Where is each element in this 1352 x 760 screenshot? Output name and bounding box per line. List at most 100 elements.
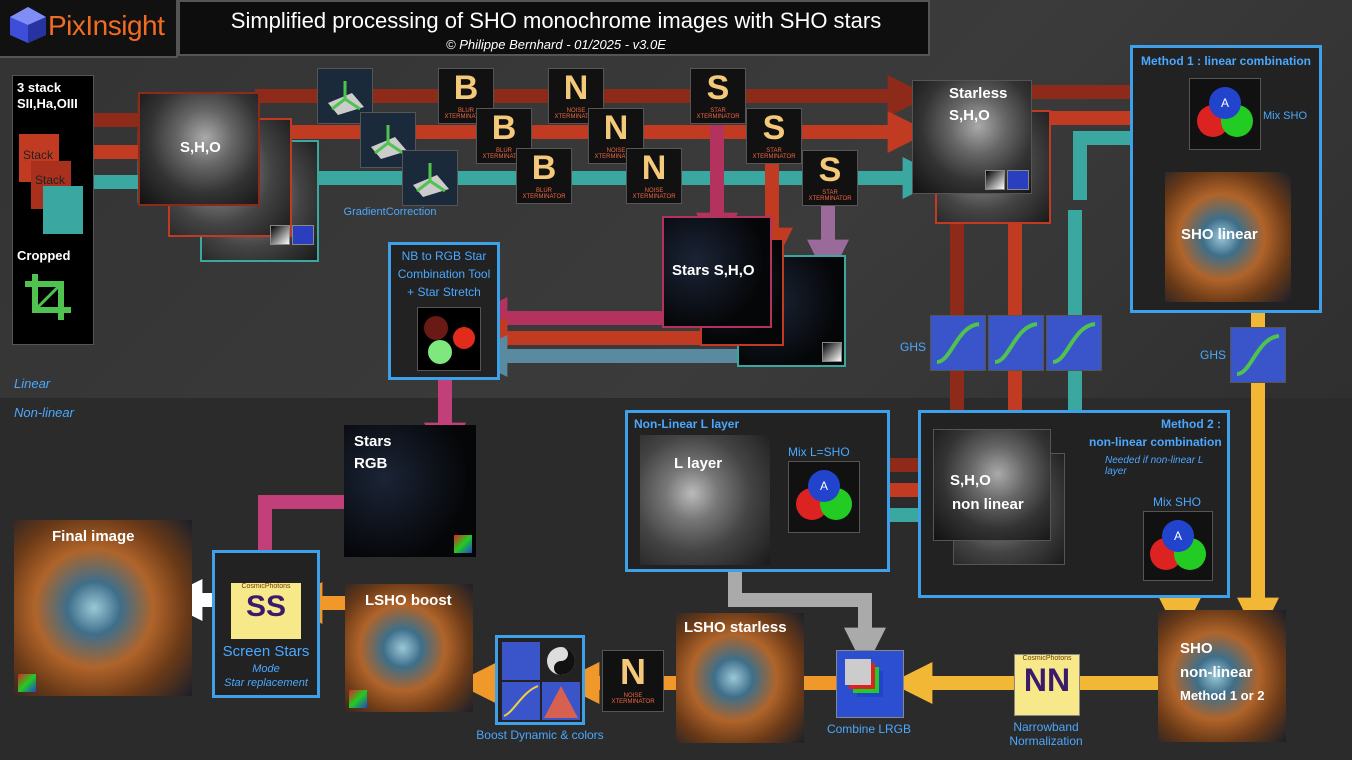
rgb-icon [349, 690, 367, 708]
star-line2-3: XTERMINATOR [808, 196, 852, 202]
ghs-caption-1: GHS [900, 340, 927, 354]
star-line1-2: STAR [766, 148, 782, 154]
svg-text:A: A [820, 479, 828, 493]
starless-line2: S,H,O [949, 107, 990, 124]
mix-sho2-icon: A [1143, 511, 1213, 581]
noise-line1-3: NOISE [644, 188, 664, 194]
star-letter-2: S [762, 109, 786, 147]
boost-frame [495, 635, 585, 725]
starless-line1: Starless [949, 85, 1008, 102]
nb-rgb-icon [417, 307, 481, 371]
blur-line2: XTERMINATOR [444, 114, 488, 120]
ghs-icon-1 [930, 315, 986, 371]
noisexterminator-icon-2: N NOISE XTERMINATOR [588, 108, 644, 164]
method1-frame: Method 1 : linear combination A Mix SHO … [1130, 45, 1322, 313]
sho-image-s: S,H,O [138, 92, 260, 206]
svg-text:A: A [1174, 529, 1182, 543]
starxterminator-icon-1: S STAR XTERMINATOR [690, 68, 746, 124]
lsho-starless-label: LSHO starless [684, 619, 787, 636]
nb-to-rgb-frame: NB to RGB Star Combination Tool + Star S… [388, 242, 500, 380]
zone-label-nonlinear: Non-linear [14, 405, 74, 420]
narrowband-normalization-icon: CosmicPhotons NN [1014, 654, 1080, 716]
nn-caption-2: Normalization [1009, 734, 1083, 748]
noise-letter-2: N [603, 109, 629, 147]
boost-icon-3 [502, 682, 540, 720]
ghs-caption-2: GHS [1200, 348, 1227, 362]
ghs-icon-4 [1230, 327, 1286, 383]
title-box: Simplified processing of SHO monochrome … [178, 0, 930, 56]
curve-icon [1007, 170, 1029, 190]
noise-line2-3: XTERMINATOR [632, 194, 676, 200]
screen-stars-icon: CosmicPhotons SS [231, 583, 301, 639]
screen-stars-frame: CosmicPhotons SS Screen Stars Mode Star … [212, 550, 320, 698]
curve-icon [292, 225, 314, 245]
rgb-icon [454, 535, 472, 553]
final-image: Final image [14, 520, 192, 696]
method1-title: Method 1 : linear combination [1141, 54, 1312, 68]
noisexterminator-icon-3: N NOISE XTERMINATOR [626, 148, 682, 204]
sho-linear-image: SHO linear [1165, 172, 1291, 302]
method2-note: Needed if non-linear L layer [1105, 455, 1204, 477]
boost-icon-4 [542, 682, 580, 720]
star-line2: XTERMINATOR [696, 114, 740, 120]
blur-letter-2: B [491, 109, 517, 147]
combine-lrgb-icon [836, 650, 904, 718]
combine-lrgb-caption: Combine LRGB [826, 722, 912, 736]
ghs-icon-3 [1046, 315, 1102, 371]
boost-icon-1 [502, 642, 540, 680]
sho-label: S,H,O [180, 139, 221, 156]
sho-final-line1: SHO [1180, 640, 1213, 657]
blurxterminator-icon-3: B BLUR XTERMINATOR [516, 148, 572, 204]
noise-line2-4: XTERMINATOR [611, 699, 655, 705]
boost-caption: Boost Dynamic & colors [476, 728, 604, 742]
noise-letter-3: N [641, 149, 667, 187]
noise-line1-2: NOISE [606, 148, 626, 154]
sho-nl-line2: non linear [952, 496, 1024, 513]
noise-letter: N [563, 69, 589, 107]
rgb-icon [18, 674, 36, 692]
crop-icon [25, 274, 71, 320]
blur-line2-2: XTERMINATOR [482, 154, 526, 160]
method2-frame: Method 2 : non-linear combination Needed… [918, 410, 1230, 598]
sho-nonlinear-final-image: SHO non-linear Method 1 or 2 [1158, 610, 1286, 742]
stf-icon [985, 170, 1005, 190]
input-panel: 3 stack SII,Ha,OIII Stack Stack Cropped [12, 75, 94, 345]
method2-line1: Method 2 : [1161, 417, 1221, 431]
lsho-starless-image: LSHO starless [676, 613, 804, 743]
nonlinear-l-title: Non-Linear L layer [634, 417, 740, 431]
input-line1: 3 stack [17, 80, 62, 95]
blur-line1: BLUR [457, 108, 474, 114]
blur-letter-3: B [531, 149, 557, 187]
nn-caption-1: Narrowband [1013, 720, 1079, 734]
svg-text:A: A [1221, 96, 1229, 110]
stf-icon [270, 225, 290, 245]
ss-brand: CosmicPhotons [241, 583, 291, 590]
mix-sho2-caption: Mix SHO [1153, 495, 1201, 509]
blur-letter: B [453, 69, 479, 107]
stars-image-s: Stars S,H,O [662, 216, 772, 328]
screen-stars-title: Screen Stars [222, 643, 310, 660]
page-title: Simplified processing of SHO monochrome … [230, 8, 882, 33]
mix-sho-caption: Mix SHO [1263, 110, 1307, 122]
page-subtitle: © Philippe Bernhard - 01/2025 - v3.0E [446, 37, 666, 52]
blur-line1-2: BLUR [495, 148, 512, 154]
nb-rgb-line2: Combination Tool [397, 267, 491, 281]
boost-icon-2 [542, 642, 580, 680]
star-line2-2: XTERMINATOR [752, 154, 796, 160]
star-line1-3: STAR [822, 190, 838, 196]
lsho-boost-image: LSHO boost [345, 584, 473, 712]
noise-line2: XTERMINATOR [554, 114, 598, 120]
star-letter: S [706, 69, 730, 107]
app-name: PixInsight [48, 10, 165, 41]
nonlinear-l-frame: Non-Linear L layer L layer Mix L=SHO A [625, 410, 890, 572]
stack-label: Stack [23, 148, 54, 162]
sho-nonlinear-image: S,H,O non linear [933, 429, 1051, 541]
sho-final-line3: Method 1 or 2 [1180, 688, 1265, 703]
stack-label-2: Stack [35, 173, 66, 187]
l-layer-label: L layer [674, 455, 723, 472]
noise-line2-2: XTERMINATOR [594, 154, 638, 160]
stars-sho-label: Stars S,H,O [672, 262, 755, 279]
cropped-label: Cropped [17, 248, 71, 263]
input-line2: SII,Ha,OIII [17, 96, 78, 111]
starxterminator-icon-3: S STAR XTERMINATOR [802, 150, 858, 206]
